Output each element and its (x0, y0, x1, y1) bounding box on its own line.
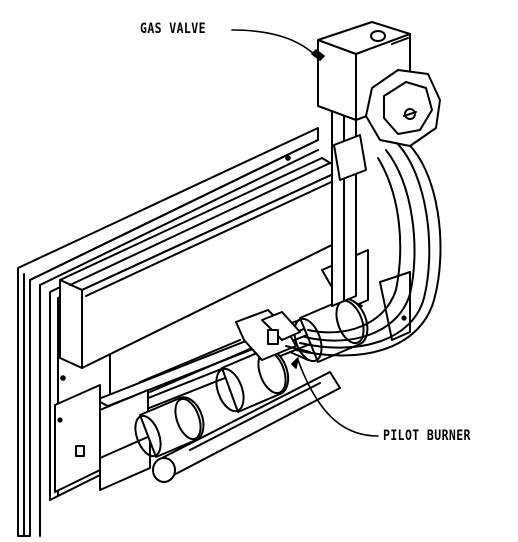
pilot-burner-arrowhead (292, 358, 298, 368)
center-cylinder (211, 347, 291, 415)
front-gas-pipe (153, 372, 340, 482)
leader-lines (232, 30, 378, 436)
gas-valve-label: GAS VALVE (140, 21, 206, 37)
burner-housing-bar (60, 158, 342, 368)
gas-supply-tubes (296, 140, 441, 356)
mounting-panel (18, 128, 318, 536)
gas-valve (318, 22, 440, 146)
pilot-burner-leader (298, 360, 378, 436)
left-cylinder (130, 396, 205, 460)
pilot-burner-assembly (236, 310, 310, 360)
gas-valve-arrowhead (312, 50, 324, 60)
pilot-burner-label: PILOT BURNER (383, 428, 471, 444)
lower-left-bracket (55, 385, 150, 492)
gas-valve-leader (232, 30, 320, 60)
